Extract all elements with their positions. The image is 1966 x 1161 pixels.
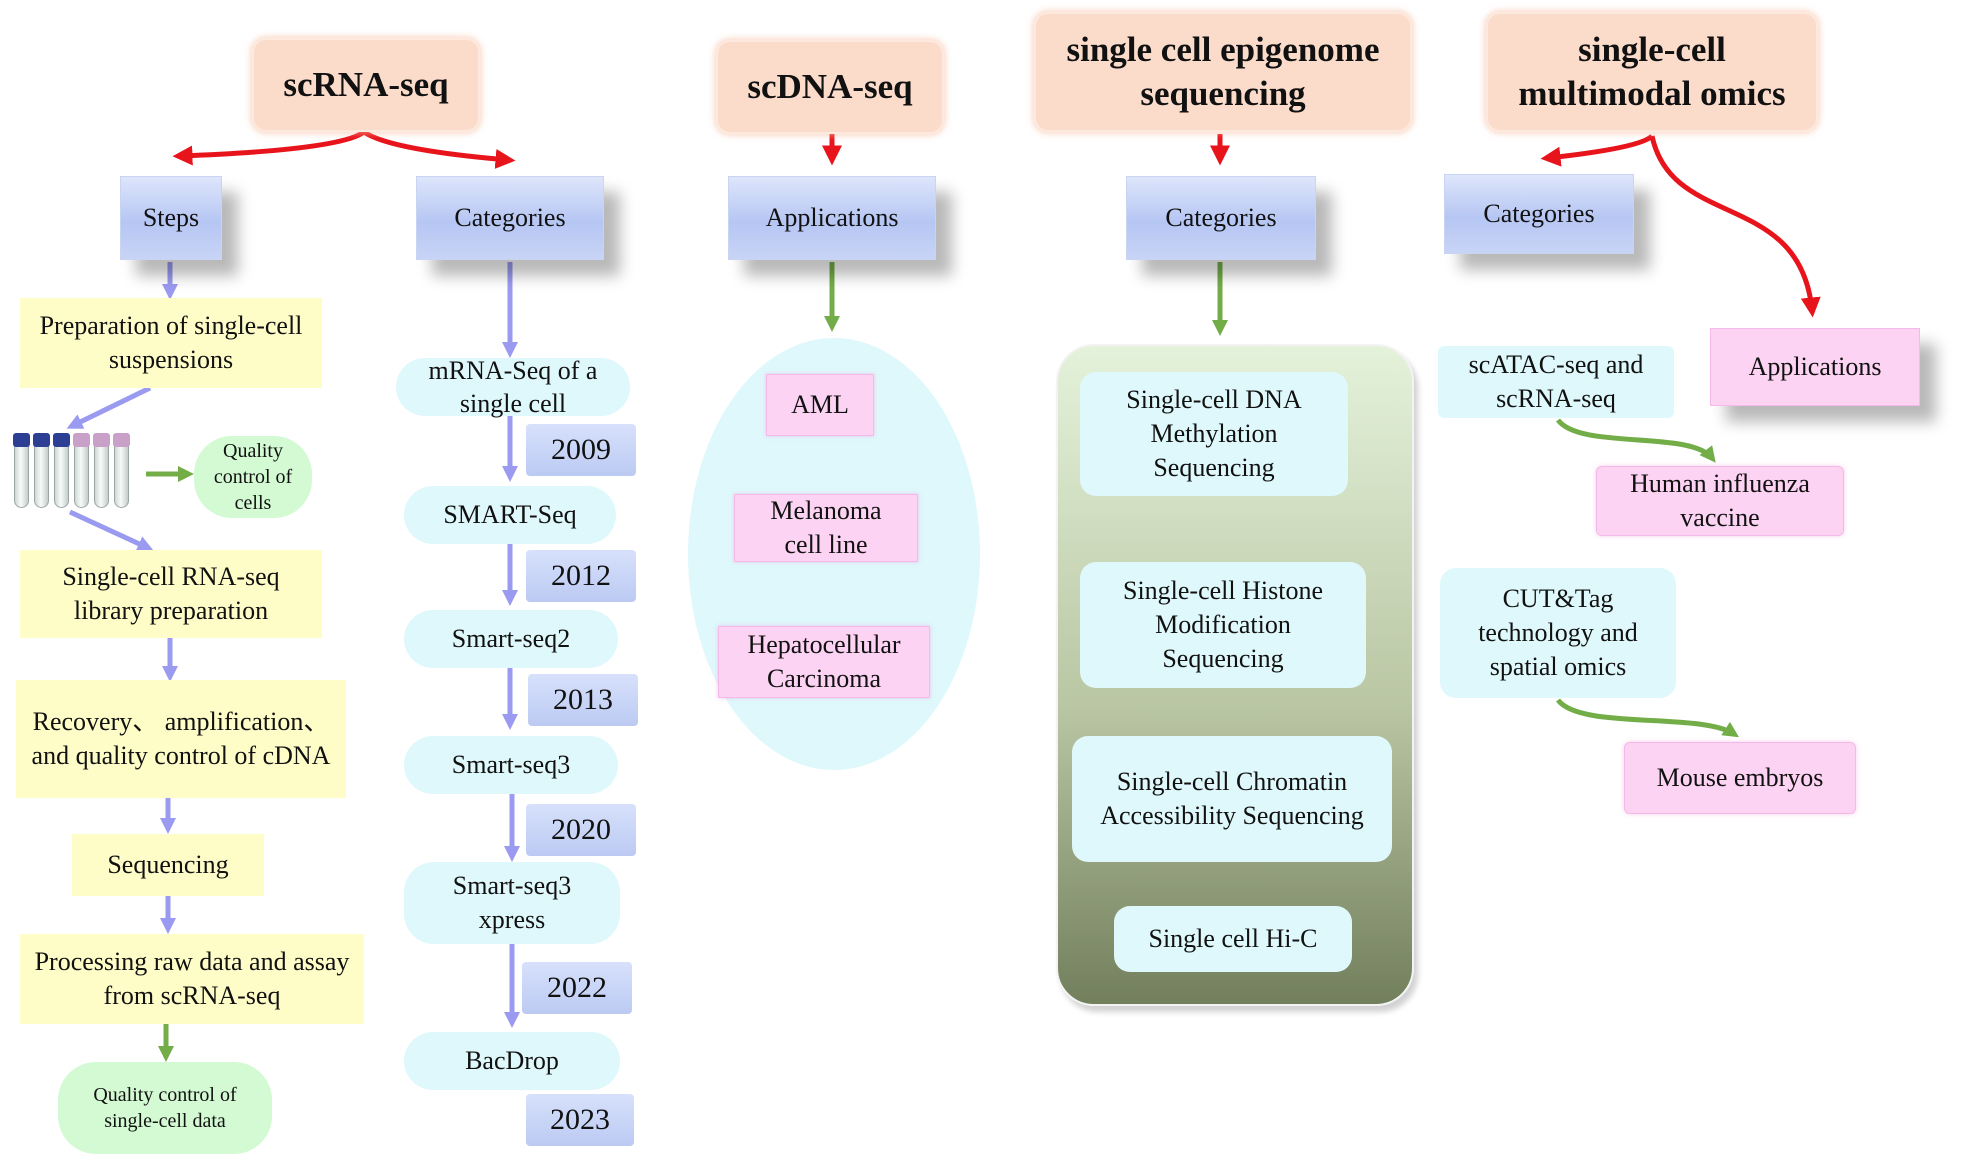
arrow-steps-3 xyxy=(68,509,154,552)
header-scrna-seq: scRNA-seq xyxy=(252,38,480,132)
category-scatac-scrna: scATAC-seq and scRNA-seq xyxy=(1438,346,1674,418)
year-2013: 2013 xyxy=(528,674,638,726)
step-sequencing: Sequencing xyxy=(72,834,264,896)
arrow-steps-2 xyxy=(66,385,152,429)
method-bacdrop: BacDrop xyxy=(404,1032,620,1090)
category-cuttag-spatial: CUT&Tag technology and spatial omics xyxy=(1440,568,1676,698)
qc-cells: Quality control of cells xyxy=(194,436,312,518)
arrow-scatac-to-influenza xyxy=(1555,418,1716,463)
method-smart-seq: SMART-Seq xyxy=(404,486,616,544)
year-2012: 2012 xyxy=(526,550,636,602)
step-processing: Processing raw data and assay from scRNA… xyxy=(20,934,364,1024)
arrow-scrna-to-steps xyxy=(172,129,366,166)
step-recovery-amplification: Recovery、 amplification、 and quality con… xyxy=(16,680,346,798)
year-2020: 2020 xyxy=(526,804,636,856)
year-2009: 2009 xyxy=(526,424,636,476)
category-chromatin-accessibility: Single-cell Chromatin Accessibility Sequ… xyxy=(1072,736,1392,862)
header-multimodal: single-cell multimodal omics xyxy=(1486,12,1818,132)
arrow-scrna-to-categories xyxy=(362,129,516,169)
arrow-cuttag-to-embryos xyxy=(1555,698,1740,738)
method-smart-seq3: Smart-seq3 xyxy=(404,736,618,794)
test-tubes-icon xyxy=(12,428,146,510)
sub-multimodal-applications: Applications xyxy=(1710,328,1920,406)
application-mouse-embryos: Mouse embryos xyxy=(1624,742,1856,814)
application-hepatocellular: Hepatocellular Carcinoma xyxy=(718,626,930,698)
sub-scdna-applications: Applications xyxy=(728,176,936,260)
year-2022: 2022 xyxy=(522,962,632,1014)
step-preparation: Preparation of single-cell suspensions xyxy=(20,298,322,388)
application-aml: AML xyxy=(766,374,874,436)
step-library-preparation: Single-cell RNA-seq library preparation xyxy=(20,550,322,638)
header-scdna-seq: scDNA-seq xyxy=(716,40,944,134)
sub-scrna-categories: Categories xyxy=(416,176,604,260)
qc-single-cell-data: Quality control of single-cell data xyxy=(58,1062,272,1154)
method-mrna-seq: mRNA-Seq of a single cell xyxy=(396,356,630,418)
header-epigenome: single cell epigenome sequencing xyxy=(1034,12,1412,132)
sub-steps: Steps xyxy=(120,176,222,260)
method-smart-seq3xpress: Smart-seq3xpress xyxy=(404,862,620,944)
sub-multimodal-categories: Categories xyxy=(1444,174,1634,254)
category-histone-modification: Single-cell Histone Modification Sequenc… xyxy=(1080,562,1366,688)
method-smart-seq2: Smart-seq2 xyxy=(404,610,618,668)
arrow-multimodal-to-categories xyxy=(1540,134,1654,167)
category-hi-c: Single cell Hi-C xyxy=(1114,906,1352,972)
application-influenza-vaccine: Human influenza vaccine xyxy=(1596,466,1844,536)
sub-epigenome-categories: Categories xyxy=(1126,176,1316,260)
application-melanoma: Melanoma cell line xyxy=(734,494,918,562)
category-dna-methylation: Single-cell DNA Methylation Sequencing xyxy=(1080,372,1348,496)
year-2023: 2023 xyxy=(526,1094,634,1146)
arrow-multimodal-to-applications xyxy=(1649,135,1821,318)
